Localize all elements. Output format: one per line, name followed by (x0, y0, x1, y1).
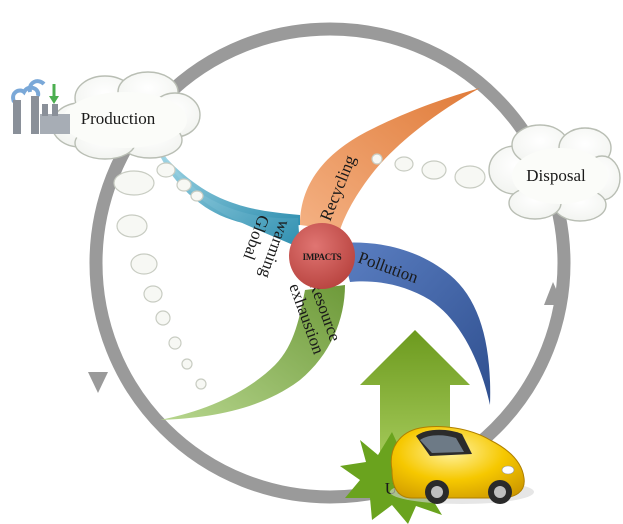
petal-recycling (300, 88, 480, 230)
bubble-trail-disposal (371, 153, 486, 189)
petal-pollution (340, 242, 491, 405)
cycle-ring (89, 22, 571, 504)
impacts-hub: IMPACTS (289, 223, 355, 289)
petal-resource (160, 285, 345, 420)
ring-arrowhead-left (88, 372, 108, 393)
production-label: Production (81, 109, 156, 128)
hub-label: IMPACTS (303, 252, 342, 262)
bubble-trail-production (113, 162, 207, 390)
car-icon (390, 426, 534, 504)
ring-arrowhead-right (544, 282, 563, 305)
disposal-cloud: Disposal (488, 124, 621, 222)
ring-arrowheads (88, 282, 563, 393)
production-cloud: Production (51, 71, 201, 160)
disposal-label: Disposal (526, 166, 586, 185)
factory-icon (11, 79, 70, 134)
